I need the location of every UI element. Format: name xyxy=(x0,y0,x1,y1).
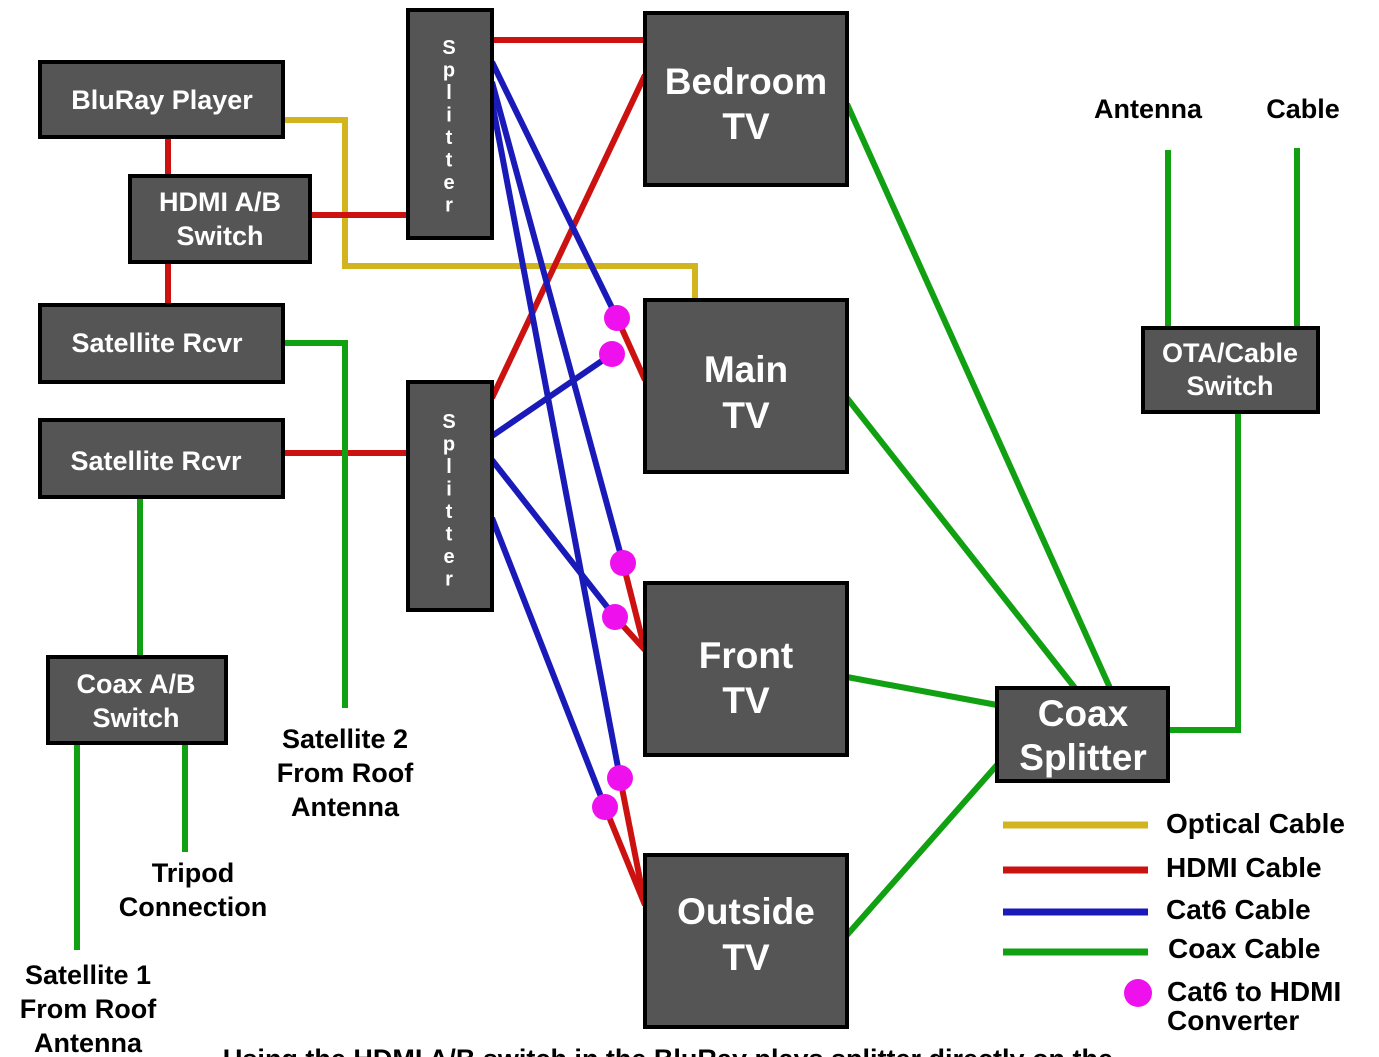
optical-cables xyxy=(283,117,698,300)
satellite2-label-line1: Satellite 2 xyxy=(282,724,408,754)
satellite-rcvr-1-box: Satellite Rcvr xyxy=(38,303,285,384)
legend-label-cat6: Cat6 Cable xyxy=(1166,894,1311,925)
cat6-bottom-to-front xyxy=(489,458,618,619)
satellite2-label-line3: Antenna xyxy=(291,792,400,822)
main-tv-box: Main TV xyxy=(643,298,849,474)
footnote: Using the HDMI A/B switch in the BluRay … xyxy=(223,1044,1113,1057)
front-tv-label-line2: TV xyxy=(722,680,770,721)
splitter-bottom-letter: p xyxy=(443,434,455,456)
cat6-top-to-main xyxy=(489,60,620,320)
bedroom-tv-label-line2: TV xyxy=(722,106,770,147)
tripod-label-line1: Tripod xyxy=(152,858,235,888)
coax-cables xyxy=(74,102,1300,950)
hdmi-conv-to-outside-b xyxy=(602,805,648,907)
splitter-top-letter: p xyxy=(443,60,455,82)
legend-label-coax: Coax Cable xyxy=(1168,933,1321,964)
coax-splitter-label-line2: Splitter xyxy=(1019,737,1146,778)
hdmi-ab-switch-box: HDMI A/B Switch xyxy=(128,174,312,264)
cat6-cables xyxy=(489,60,626,809)
ota-switch-label-line1: OTA/Cable xyxy=(1162,338,1298,368)
front-tv-label-line1: Front xyxy=(699,635,794,676)
splitter-bottom-box: Splitter xyxy=(406,380,494,612)
cat6-bottom-to-outside xyxy=(489,516,608,809)
cat6-top-to-front xyxy=(489,81,626,564)
hdmi-splitter-bottom-to-bedroom xyxy=(489,73,648,400)
antenna-label: Antenna xyxy=(1094,94,1203,124)
satellite-rcvr-2-box: Satellite Rcvr xyxy=(38,418,285,499)
splitter-top-letter: t xyxy=(446,150,453,172)
bluray-player-label: BluRay Player xyxy=(71,85,253,115)
splitter-top-box: Splitter xyxy=(406,8,494,240)
hdmi-switch-label-line1: HDMI A/B xyxy=(159,187,281,217)
satellite1-label-line1: Satellite 1 xyxy=(25,960,151,990)
satellite1-label-line2: From Roof xyxy=(20,994,157,1024)
main-tv-label-line2: TV xyxy=(722,395,770,436)
splitter-top-letter: t xyxy=(446,127,453,149)
coax-main-to-splitter xyxy=(844,396,1078,690)
tripod-label-line2: Connection xyxy=(119,892,268,922)
front-tv-box: Front TV xyxy=(643,581,849,757)
outside-tv-label-line2: TV xyxy=(722,937,770,978)
legend-label-converter-line2: Converter xyxy=(1167,1005,1299,1036)
satellite1-label-line3: Antenna xyxy=(34,1028,143,1057)
coax-bedroom-to-splitter xyxy=(844,102,1113,690)
hdmi-conv-to-front-a xyxy=(620,562,648,651)
legend-label-optical: Optical Cable xyxy=(1166,808,1345,839)
legend: Optical Cable HDMI Cable Cat6 Cable Coax… xyxy=(1003,808,1345,1036)
cable-label: Cable xyxy=(1266,94,1340,124)
coax-ab-switch-box: Coax A/B Switch xyxy=(46,655,228,745)
converters xyxy=(592,305,636,820)
satellite-rcvr-2-label: Satellite Rcvr xyxy=(70,446,242,476)
converter-main-a xyxy=(604,305,630,331)
splitter-bottom-letter: r xyxy=(445,569,453,591)
legend-label-converter-line1: Cat6 to HDMI xyxy=(1167,976,1341,1007)
legend-label-hdmi: HDMI Cable xyxy=(1166,852,1322,883)
coax-switch-label-line1: Coax A/B xyxy=(76,669,195,699)
coax-splitter-label-line1: Coax xyxy=(1038,693,1129,734)
ota-cable-switch-box: OTA/Cable Switch xyxy=(1141,326,1320,414)
converter-front-a xyxy=(610,550,636,576)
converter-outside-a xyxy=(607,765,633,791)
coax-front-to-splitter xyxy=(846,674,998,708)
legend-swatch-converter xyxy=(1124,979,1152,1007)
coax-splitter-box: Coax Splitter xyxy=(995,686,1170,783)
outside-tv-label-line1: Outside xyxy=(677,891,815,932)
satellite-rcvr-1-label: Satellite Rcvr xyxy=(71,328,243,358)
splitter-bottom-letter: e xyxy=(443,546,454,568)
splitter-bottom-letter: t xyxy=(446,501,453,523)
main-tv-label-line1: Main xyxy=(704,349,788,390)
splitter-top-letter: i xyxy=(446,105,452,127)
coax-switch-label-line2: Switch xyxy=(92,703,179,733)
converter-outside-b xyxy=(592,794,618,820)
coax-splitter-to-ota xyxy=(1168,412,1241,733)
splitter-bottom-letter: t xyxy=(446,524,453,546)
splitter-top-letter: r xyxy=(445,195,453,217)
splitter-top-letter: S xyxy=(442,37,455,59)
coax-sat1-to-roof2 xyxy=(283,340,348,708)
splitter-bottom-letter: i xyxy=(446,479,452,501)
hdmi-conv-to-outside-a xyxy=(617,777,648,906)
satellite2-label-line2: From Roof xyxy=(277,758,414,788)
cat6-bottom-to-main xyxy=(490,351,614,439)
hdmi-switch-label-line2: Switch xyxy=(176,221,263,251)
outside-tv-box: Outside TV xyxy=(643,853,849,1029)
splitter-bottom-letter: l xyxy=(446,456,452,478)
splitter-top-letter: l xyxy=(446,82,452,104)
cat6-top-to-outside xyxy=(489,101,623,779)
coax-outside-to-splitter xyxy=(844,763,1000,937)
converter-front-b xyxy=(602,604,628,630)
bedroom-tv-label-line1: Bedroom xyxy=(665,61,827,102)
bluray-player-box: BluRay Player xyxy=(38,60,285,139)
optical-bluray-to-main xyxy=(283,117,698,300)
ota-switch-label-line2: Switch xyxy=(1186,371,1273,401)
splitter-bottom-letter: S xyxy=(442,411,455,433)
converter-main-b xyxy=(599,341,625,367)
bedroom-tv-box: Bedroom TV xyxy=(643,11,849,187)
splitter-top-letter: e xyxy=(443,172,454,194)
